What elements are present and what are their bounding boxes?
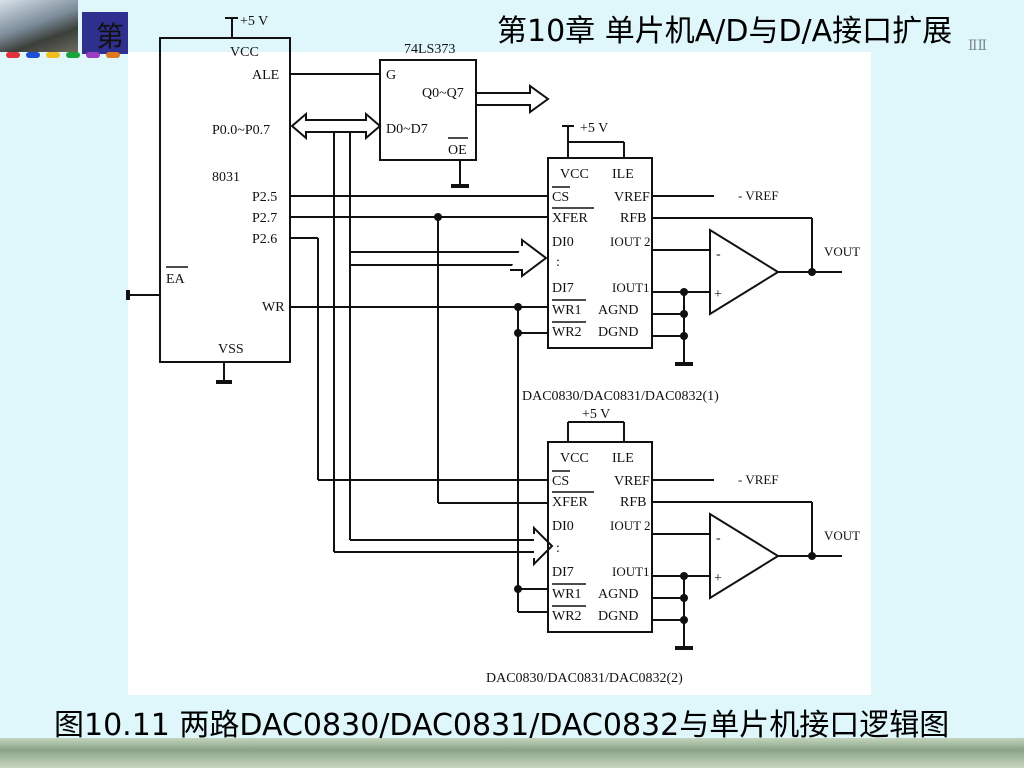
color-dot bbox=[106, 52, 120, 58]
latch-pin-oe: OE bbox=[448, 143, 467, 158]
chapter-badge-text: 第 bbox=[96, 21, 124, 53]
dac2-pin-iout2: IOUT 2 bbox=[610, 518, 651, 533]
mcu-pin-ea: EA bbox=[166, 272, 186, 287]
dac1-input-arrow bbox=[510, 238, 548, 278]
dac1-vout: VOUT bbox=[824, 244, 860, 259]
dac1-dots bbox=[680, 268, 816, 340]
dac2-pin-di7: DI7 bbox=[552, 565, 574, 580]
dac2-pin-di0: DI0 bbox=[552, 519, 574, 534]
dac1-bus-dots: : bbox=[556, 255, 560, 270]
opamp2-plus: + bbox=[714, 571, 722, 586]
chapter-title: 第10章 单片机A/D与D/A接口扩展 bbox=[497, 14, 953, 49]
dac1-label: DAC0830/DAC0831/DAC0832(1) bbox=[522, 389, 719, 404]
dac2-pin-vref: VREF bbox=[614, 474, 650, 489]
latch-pin-g: G bbox=[386, 68, 396, 83]
mcu-pin-vcc: VCC bbox=[230, 45, 259, 60]
mcu-pin-wr: WR bbox=[262, 300, 285, 315]
dac1-chip bbox=[547, 125, 842, 366]
figure-caption: 图10.11 两路DAC0830/DAC0831/DAC0832与单片机接口逻辑… bbox=[54, 708, 950, 743]
dac1-pin-cs: CS bbox=[552, 190, 569, 205]
opamp1-minus: - bbox=[716, 247, 721, 262]
dac1-pin-dgnd: DGND bbox=[598, 325, 638, 340]
dac2-pin-wr1: WR1 bbox=[552, 587, 582, 602]
dac1-pin-vref: VREF bbox=[614, 190, 650, 205]
chapter-badge bbox=[82, 12, 128, 54]
mcu-8031 bbox=[126, 17, 291, 384]
dac2-dots bbox=[680, 552, 816, 624]
dac2-pin-cs: CS bbox=[552, 474, 569, 489]
latch-pin-q: Q0~Q7 bbox=[422, 86, 464, 101]
dac2-pin-rfb: RFB bbox=[620, 495, 646, 510]
color-dot bbox=[46, 52, 60, 58]
dac2-pin-vcc: VCC bbox=[560, 451, 589, 466]
dac1-pin-rfb: RFB bbox=[620, 211, 646, 226]
dac-overbars bbox=[552, 186, 594, 607]
dac2-bus-dots: : bbox=[556, 541, 560, 556]
footer-bar bbox=[0, 738, 1024, 768]
dac1-pin-wr2: WR2 bbox=[552, 325, 582, 340]
opamp1-plus: + bbox=[714, 287, 722, 302]
mcu-pin-p27: P2.7 bbox=[252, 211, 277, 226]
color-dot bbox=[66, 52, 80, 58]
dac2-chip bbox=[547, 421, 842, 650]
diagram-panel bbox=[128, 52, 871, 695]
mcu-vcc-supply: +5 V bbox=[240, 14, 268, 29]
dac1-pin-iout2: IOUT 2 bbox=[610, 234, 651, 249]
dac1-vcc-supply: +5 V bbox=[580, 121, 608, 136]
mcu-pin-p26: P2.6 bbox=[252, 232, 277, 247]
mcu-pin-vss: VSS bbox=[218, 342, 244, 357]
color-dot bbox=[6, 52, 20, 58]
latch-pin-d: D0~D7 bbox=[386, 122, 428, 137]
dac1-pin-xfer: XFER bbox=[552, 211, 588, 226]
dac1-pin-wr1: WR1 bbox=[552, 303, 582, 318]
dac2-pin-dgnd: DGND bbox=[598, 609, 638, 624]
color-dot bbox=[26, 52, 40, 58]
junction-dots bbox=[434, 213, 522, 593]
dac2-pin-xfer: XFER bbox=[552, 495, 588, 510]
dac1-pin-di0: DI0 bbox=[552, 235, 574, 250]
opamp2-minus: - bbox=[716, 531, 721, 546]
dac2-vref-in: - VREF bbox=[738, 472, 779, 487]
dac1-pin-vcc: VCC bbox=[560, 167, 589, 182]
dac2-pin-iout1: IOUT1 bbox=[612, 564, 650, 579]
dac2-pin-agnd: AGND bbox=[598, 587, 638, 602]
data-bus-lines bbox=[333, 132, 534, 553]
control-lines bbox=[290, 195, 548, 613]
dac2-label: DAC0830/DAC0831/DAC0832(2) bbox=[486, 671, 683, 686]
latch-name: 74LS373 bbox=[404, 42, 455, 57]
mcu-name: 8031 bbox=[212, 170, 240, 185]
mcu-pin-ale: ALE bbox=[252, 68, 279, 83]
dac1-pin-agnd: AGND bbox=[598, 303, 638, 318]
dac1-pin-ile: ILE bbox=[612, 167, 634, 182]
dac2-input-arrow bbox=[533, 525, 554, 567]
dac2-pin-ile: ILE bbox=[612, 451, 634, 466]
corner-text: ⅡⅡ bbox=[968, 39, 988, 54]
color-dot bbox=[86, 52, 100, 58]
mcu-pin-p25: P2.5 bbox=[252, 190, 277, 205]
header-photo bbox=[0, 0, 78, 52]
dac1-pin-di7: DI7 bbox=[552, 281, 574, 296]
data-bus-arrow bbox=[290, 111, 382, 141]
latch-74ls373 bbox=[290, 59, 477, 188]
dac1-vref-in: - VREF bbox=[738, 188, 779, 203]
dac1-pin-iout1: IOUT1 bbox=[612, 280, 650, 295]
mcu-pin-p0: P0.0~P0.7 bbox=[212, 123, 270, 138]
dac2-vcc-supply: +5 V bbox=[582, 407, 610, 422]
dac2-pin-wr2: WR2 bbox=[552, 609, 582, 624]
dac2-vout: VOUT bbox=[824, 528, 860, 543]
latch-output-arrow bbox=[475, 84, 550, 114]
